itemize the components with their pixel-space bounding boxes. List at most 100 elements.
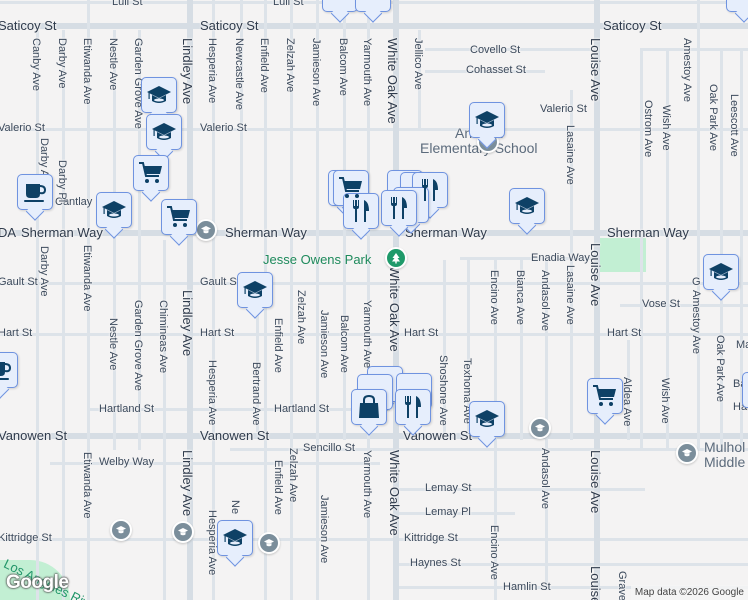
restaurant-marker[interactable] [343, 193, 379, 229]
grocery-marker[interactable] [587, 378, 623, 414]
school-pin[interactable] [172, 521, 194, 543]
school-marker[interactable] [469, 401, 505, 437]
road-texhoma [467, 260, 470, 440]
fork-knife-icon [422, 179, 438, 201]
road-leescott [740, 50, 743, 450]
map-marker-partial[interactable] [726, 0, 748, 12]
coffee-cup-icon [0, 362, 12, 380]
street-label: Grave [616, 571, 628, 600]
grocery-marker[interactable] [161, 199, 197, 235]
map-attribution[interactable]: Map data ©2026 Google [630, 585, 748, 600]
shopping-cart-icon [167, 206, 190, 227]
street-label: Lull St [273, 0, 304, 8]
school-marker[interactable] [217, 520, 253, 556]
graduation-cap-icon [223, 529, 247, 546]
graduation-cap-icon [535, 424, 545, 432]
map-marker-partial[interactable] [355, 0, 391, 12]
map-marker-partial[interactable] [742, 372, 748, 408]
street-label: White Oak Ave [387, 266, 402, 352]
street-label: Encino Ave [488, 270, 500, 325]
street-label: Hesperia Ave [206, 510, 218, 576]
road-shoshone [443, 260, 446, 440]
restaurant-marker[interactable] [395, 389, 431, 425]
street-label: Hart St [607, 327, 642, 339]
park-label[interactable]: Jesse Owens Park [263, 252, 372, 267]
street-label: Hesperia Ave [206, 360, 218, 426]
school-pin[interactable] [676, 442, 698, 464]
cafe-marker[interactable] [17, 174, 53, 210]
school-pin[interactable] [195, 219, 217, 241]
road-kittridge [0, 538, 748, 541]
graduation-cap-icon [116, 526, 126, 534]
park-pin[interactable] [385, 247, 407, 269]
shopping-cart-icon [593, 385, 616, 406]
street-label: Sherman Way [607, 225, 689, 240]
street-label: Andasol Ave [539, 448, 551, 509]
graduation-cap-icon [147, 86, 171, 103]
graduation-cap-icon [709, 263, 733, 280]
grocery-marker[interactable] [133, 155, 169, 191]
map-marker-partial[interactable] [322, 0, 358, 12]
road-welby [50, 462, 380, 465]
street-label: White Oak Ave [387, 450, 402, 536]
street-label: Enfield Ave [258, 38, 270, 93]
middle-school-label[interactable]: Mulhol Middle [704, 440, 745, 469]
street-label: Ha [733, 401, 748, 413]
street-label: Lasaine Ave [564, 265, 576, 325]
street-label: Darby Ave [56, 38, 68, 89]
street-label: Louise Ave [588, 243, 603, 307]
shopping-bag-icon [359, 394, 379, 418]
middle-label-line2: Middle [704, 453, 746, 470]
street-label: Valerio St [540, 103, 587, 115]
graduation-cap-icon [243, 281, 267, 298]
street-label: White Oak Ave [385, 38, 400, 124]
tree-icon [392, 253, 400, 264]
street-label: Jamieson Ave [318, 310, 330, 379]
restaurant-marker[interactable] [381, 190, 417, 226]
school-marker[interactable] [703, 254, 739, 290]
street-label: Aldea Ave [621, 377, 633, 427]
school-marker[interactable] [141, 77, 177, 113]
street-label: Zelzah Ave [287, 448, 299, 503]
road-yarmouth [367, 0, 370, 600]
school-marker[interactable] [237, 272, 273, 308]
street-label: Lasaine Ave [564, 125, 576, 185]
fork-knife-icon [405, 396, 421, 418]
street-label: Gault St [200, 276, 240, 288]
road-canby [36, 30, 39, 600]
shopping-marker[interactable] [351, 389, 387, 425]
street-label: Hesperia Ave [206, 38, 218, 104]
road-bertrand [256, 282, 259, 432]
road-zelzah [290, 0, 293, 600]
road-chimineas [163, 240, 166, 600]
grocery-marker[interactable] [333, 170, 369, 206]
school-marker[interactable] [469, 102, 505, 138]
street-label: Jellico Ave [412, 38, 424, 90]
road-louise [594, 0, 600, 600]
street-label: Saticoy St [603, 18, 662, 33]
school-marker[interactable] [96, 192, 132, 228]
road-ostrom [640, 50, 643, 450]
street-label: Yarmouth Ave [361, 450, 373, 519]
street-label: Bianca Ave [514, 270, 526, 325]
restaurant-marker[interactable] [412, 172, 448, 208]
street-label: Lemay St [425, 482, 472, 494]
school-pin[interactable] [529, 417, 551, 439]
school-pin[interactable] [258, 532, 280, 554]
school-marker[interactable] [146, 114, 182, 150]
street-label: Lindley Ave [180, 38, 195, 105]
street-label: Andasol Ave [539, 270, 551, 331]
graduation-cap-icon [178, 528, 188, 536]
street-label: Ostrom Ave [642, 100, 654, 158]
street-label: Lindley Ave [180, 450, 195, 517]
cafe-marker[interactable] [0, 352, 18, 388]
street-label: Jamieson Ave [318, 495, 330, 564]
graduation-cap-icon [475, 410, 499, 427]
school-pin[interactable] [110, 519, 132, 541]
road-bianca [520, 260, 523, 440]
road-etiwanda [87, 0, 90, 600]
school-marker[interactable] [509, 188, 545, 224]
street-label: Enfield Ave [272, 460, 284, 515]
shopping-cart-icon [139, 162, 162, 183]
